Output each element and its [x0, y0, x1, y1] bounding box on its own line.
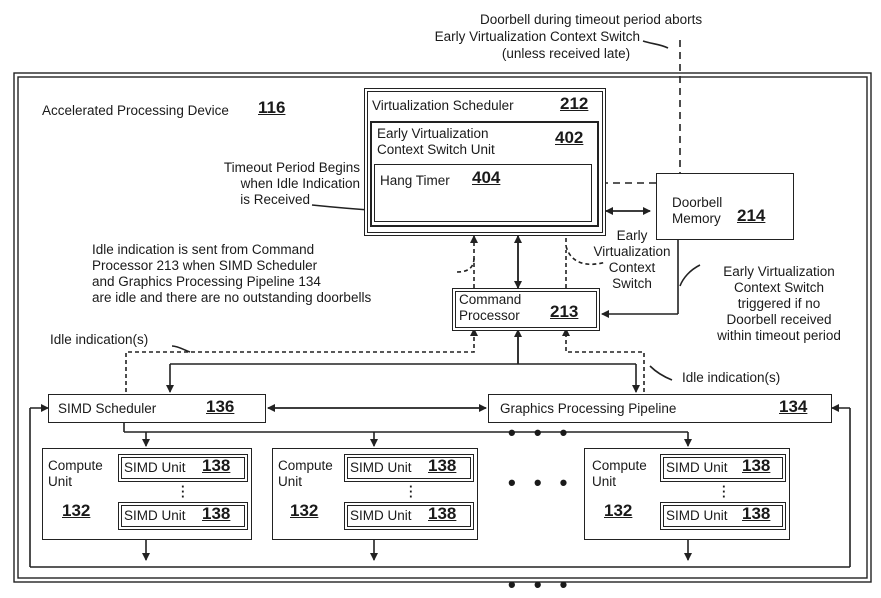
compute-unit-1-line2: Unit — [48, 474, 73, 489]
apd-label: Accelerated Processing Device — [42, 103, 229, 118]
simd-scheduler-box — [48, 394, 266, 423]
compute-unit-3-simd-top-number: 138 — [742, 456, 771, 475]
doorbell-memory-number: 214 — [737, 206, 766, 225]
ellipsis-middle: • • • — [508, 470, 574, 495]
doorbell-memory-line1: Doorbell — [672, 195, 723, 210]
timeout-note-line2: when Idle Indication — [240, 176, 360, 191]
evcs-trigger-note-line3: triggered if no — [737, 296, 821, 311]
compute-unit-2-line2: Unit — [278, 474, 303, 489]
compute-unit-2-simd-unit-top — [344, 454, 474, 482]
evcs-arrow-label-line3: Context — [608, 260, 656, 275]
compute-unit-3-simd-unit-bottom — [660, 502, 786, 530]
timeout-note-line3: is Received — [240, 192, 310, 207]
hang-timer-box — [374, 164, 592, 222]
compute-unit-2-simd-unit-bottom — [344, 502, 474, 530]
command-processor-line2: Processor — [459, 308, 520, 323]
doorbell-note-line3: (unless received late) — [501, 46, 631, 61]
apd-number: 116 — [258, 98, 286, 117]
compute-unit-1-number: 132 — [62, 501, 91, 520]
evcs-trigger-note-line2: Context Switch — [733, 280, 825, 295]
doorbell-note-line1: Doorbell during timeout period aborts — [480, 12, 703, 27]
evcs-arrow-label-line4: Switch — [612, 276, 652, 291]
compute-unit-1-simd-bottom-number: 138 — [202, 504, 231, 523]
idle-note-line2: Processor 213 when SIMD Scheduler — [92, 258, 318, 273]
idle-note-line3: and Graphics Processing Pipeline 134 — [92, 274, 321, 289]
ellipsis-bottom: • • • — [508, 572, 574, 597]
compute-unit-1-vertical-ellipsis: ··· — [181, 479, 186, 504]
compute-unit-3-line2: Unit — [592, 474, 617, 489]
compute-unit-3-simd-unit-top — [660, 454, 786, 482]
graphics-pipeline-label: Graphics Processing Pipeline — [500, 401, 677, 416]
compute-unit-2-number: 132 — [290, 501, 319, 520]
virtualization-scheduler-number: 212 — [560, 94, 589, 113]
compute-unit-3-simd-top-label: SIMD Unit — [666, 460, 728, 475]
doorbell-memory-box — [656, 173, 794, 240]
compute-unit-3-simd-bottom-number: 138 — [742, 504, 771, 523]
compute-unit-2-simd-bottom-number: 138 — [428, 504, 457, 523]
evcs-trigger-note-line5: within timeout period — [717, 328, 841, 343]
compute-unit-1-simd-top-number: 138 — [202, 456, 231, 475]
compute-unit-3-simd-bottom-label: SIMD Unit — [666, 508, 728, 523]
graphics-pipeline-number: 134 — [779, 397, 808, 416]
evcs-arrow-label-line1: Early — [616, 228, 648, 243]
hang-timer-number: 404 — [472, 168, 501, 187]
compute-unit-2-simd-bottom-label: SIMD Unit — [350, 508, 412, 523]
evcs-unit-line2: Context Switch Unit — [377, 142, 495, 157]
compute-unit-1-simd-bottom-label: SIMD Unit — [124, 508, 186, 523]
command-processor-number: 213 — [550, 302, 579, 321]
idle-note-line1: Idle indication is sent from Command — [92, 242, 315, 257]
idle-indications-left-label: Idle indication(s) — [50, 332, 149, 347]
compute-unit-1-simd-unit-bottom — [118, 502, 248, 530]
idle-indications-right-label: Idle indication(s) — [682, 370, 781, 385]
evcs-trigger-note-line1: Early Virtualization — [723, 264, 835, 279]
virtualization-scheduler-label: Virtualization Scheduler — [372, 98, 514, 113]
doorbell-note-line2: Early Virtualization Context Switch — [434, 29, 640, 44]
compute-unit-1-simd-top-label: SIMD Unit — [124, 460, 186, 475]
compute-unit-3-line1: Compute — [592, 458, 647, 473]
evcs-unit-line1: Early Virtualization — [377, 126, 489, 141]
timeout-note-line1: Timeout Period Begins — [223, 160, 360, 175]
command-processor-line1: Command — [459, 292, 522, 307]
compute-unit-2-simd-top-number: 138 — [428, 456, 457, 475]
idle-note-line4: are idle and there are no outstanding do… — [92, 290, 372, 305]
simd-scheduler-label: SIMD Scheduler — [58, 401, 157, 416]
compute-unit-1-line1: Compute — [48, 458, 103, 473]
evcs-unit-number: 402 — [555, 128, 584, 147]
simd-scheduler-number: 136 — [206, 397, 235, 416]
command-processor-box — [452, 288, 600, 331]
compute-unit-3-number: 132 — [604, 501, 633, 520]
evcs-trigger-note-line4: Doorbell received — [726, 312, 832, 327]
compute-unit-2-simd-top-label: SIMD Unit — [350, 460, 412, 475]
compute-unit-2-vertical-ellipsis: ··· — [409, 479, 414, 504]
graphics-pipeline-box — [488, 394, 832, 423]
compute-unit-2-line1: Compute — [278, 458, 333, 473]
hang-timer-label: Hang Timer — [380, 173, 450, 188]
compute-unit-1-simd-unit-top — [118, 454, 248, 482]
compute-unit-3-vertical-ellipsis: ··· — [722, 479, 727, 504]
ellipsis-top: • • • — [508, 420, 574, 445]
evcs-arrow-label-line2: Virtualization — [593, 244, 671, 259]
doorbell-memory-line2: Memory — [672, 211, 721, 226]
